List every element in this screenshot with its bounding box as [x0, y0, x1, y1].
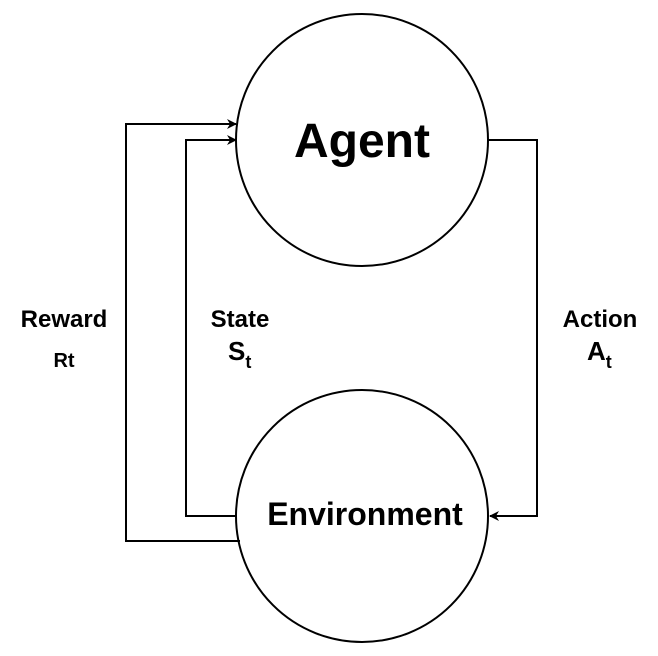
state-symbol: St — [228, 336, 251, 372]
action-symbol-base: A — [587, 336, 606, 366]
reward-label: Reward — [21, 306, 108, 333]
state-symbol-base: S — [228, 336, 245, 366]
action-arrow — [488, 139, 538, 521]
agent-label: Agent — [294, 115, 430, 168]
reward-symbol: Rt — [53, 350, 74, 372]
state-label: State — [211, 306, 270, 333]
environment-label: Environment — [267, 496, 463, 532]
action-label: Action — [563, 306, 638, 333]
reward-arrow — [125, 119, 240, 542]
action-symbol-subscript: t — [606, 352, 612, 372]
state-symbol-subscript: t — [245, 352, 251, 372]
action-symbol: At — [587, 336, 612, 372]
state-arrow — [185, 135, 237, 517]
